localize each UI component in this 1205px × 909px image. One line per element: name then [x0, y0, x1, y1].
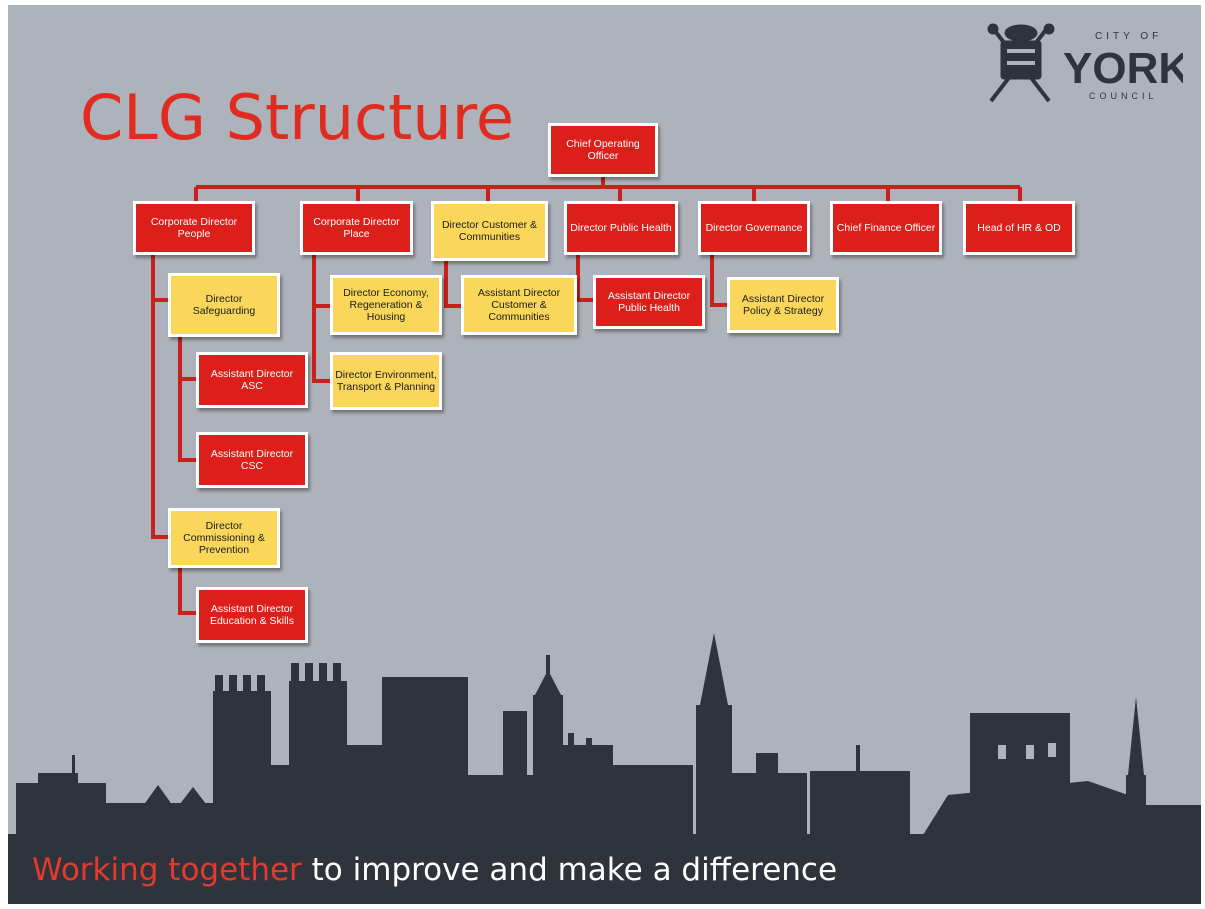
node-assistant-director-policy-strategy: Assistant Director Policy & Strategy	[727, 277, 839, 333]
tagline-highlight: Working together	[32, 852, 302, 888]
node-director-commissioning-prevention: Director Commissioning & Prevention	[168, 508, 280, 568]
tagline: Working together to improve and make a d…	[32, 852, 837, 888]
node-assistant-director-csc: Assistant Director CSC	[196, 432, 308, 488]
logo-main-text: YORK	[1063, 44, 1183, 93]
node-chief-operating-officer: Chief Operating Officer	[548, 123, 658, 177]
node-assistant-director-asc: Assistant Director ASC	[196, 352, 308, 408]
node-assistant-director-education-skills: Assistant Director Education & Skills	[196, 587, 308, 643]
node-chief-finance-officer: Chief Finance Officer	[830, 201, 942, 255]
node-assistant-director-customer-communities: Assistant Director Customer & Communitie…	[461, 275, 577, 335]
node-director-governance: Director Governance	[698, 201, 810, 255]
node-director-customer-communities: Director Customer & Communities	[431, 201, 548, 261]
node-assistant-director-public-health: Assistant Director Public Health	[593, 275, 705, 329]
node-corporate-director-people: Corporate Director People	[133, 201, 255, 255]
city-of-york-logo: CITY OF YORK COUNCIL	[983, 19, 1190, 109]
page-title: CLG Structure	[80, 81, 514, 154]
city-skyline-silhouette	[16, 633, 1201, 851]
node-corporate-director-place: Corporate Director Place	[300, 201, 413, 255]
node-director-public-health: Director Public Health	[564, 201, 678, 255]
logo-top-text: CITY OF	[1095, 31, 1162, 42]
org-chart-connectors	[151, 177, 1022, 615]
node-director-economy-regeneration-housing: Director Economy, Regeneration & Housing	[330, 275, 442, 335]
slide: CLG Structure CITY OF YORK COUNCIL	[8, 5, 1201, 904]
tagline-rest: to improve and make a difference	[311, 852, 838, 888]
node-director-environment-transport-planning: Director Environment, Transport & Planni…	[330, 352, 442, 410]
node-director-safeguarding: Director Safeguarding	[168, 273, 280, 337]
footer-banner: Working together to improve and make a d…	[8, 834, 1201, 904]
node-head-of-hr-od: Head of HR & OD	[963, 201, 1075, 255]
logo-bottom-text: COUNCIL	[1089, 91, 1158, 101]
